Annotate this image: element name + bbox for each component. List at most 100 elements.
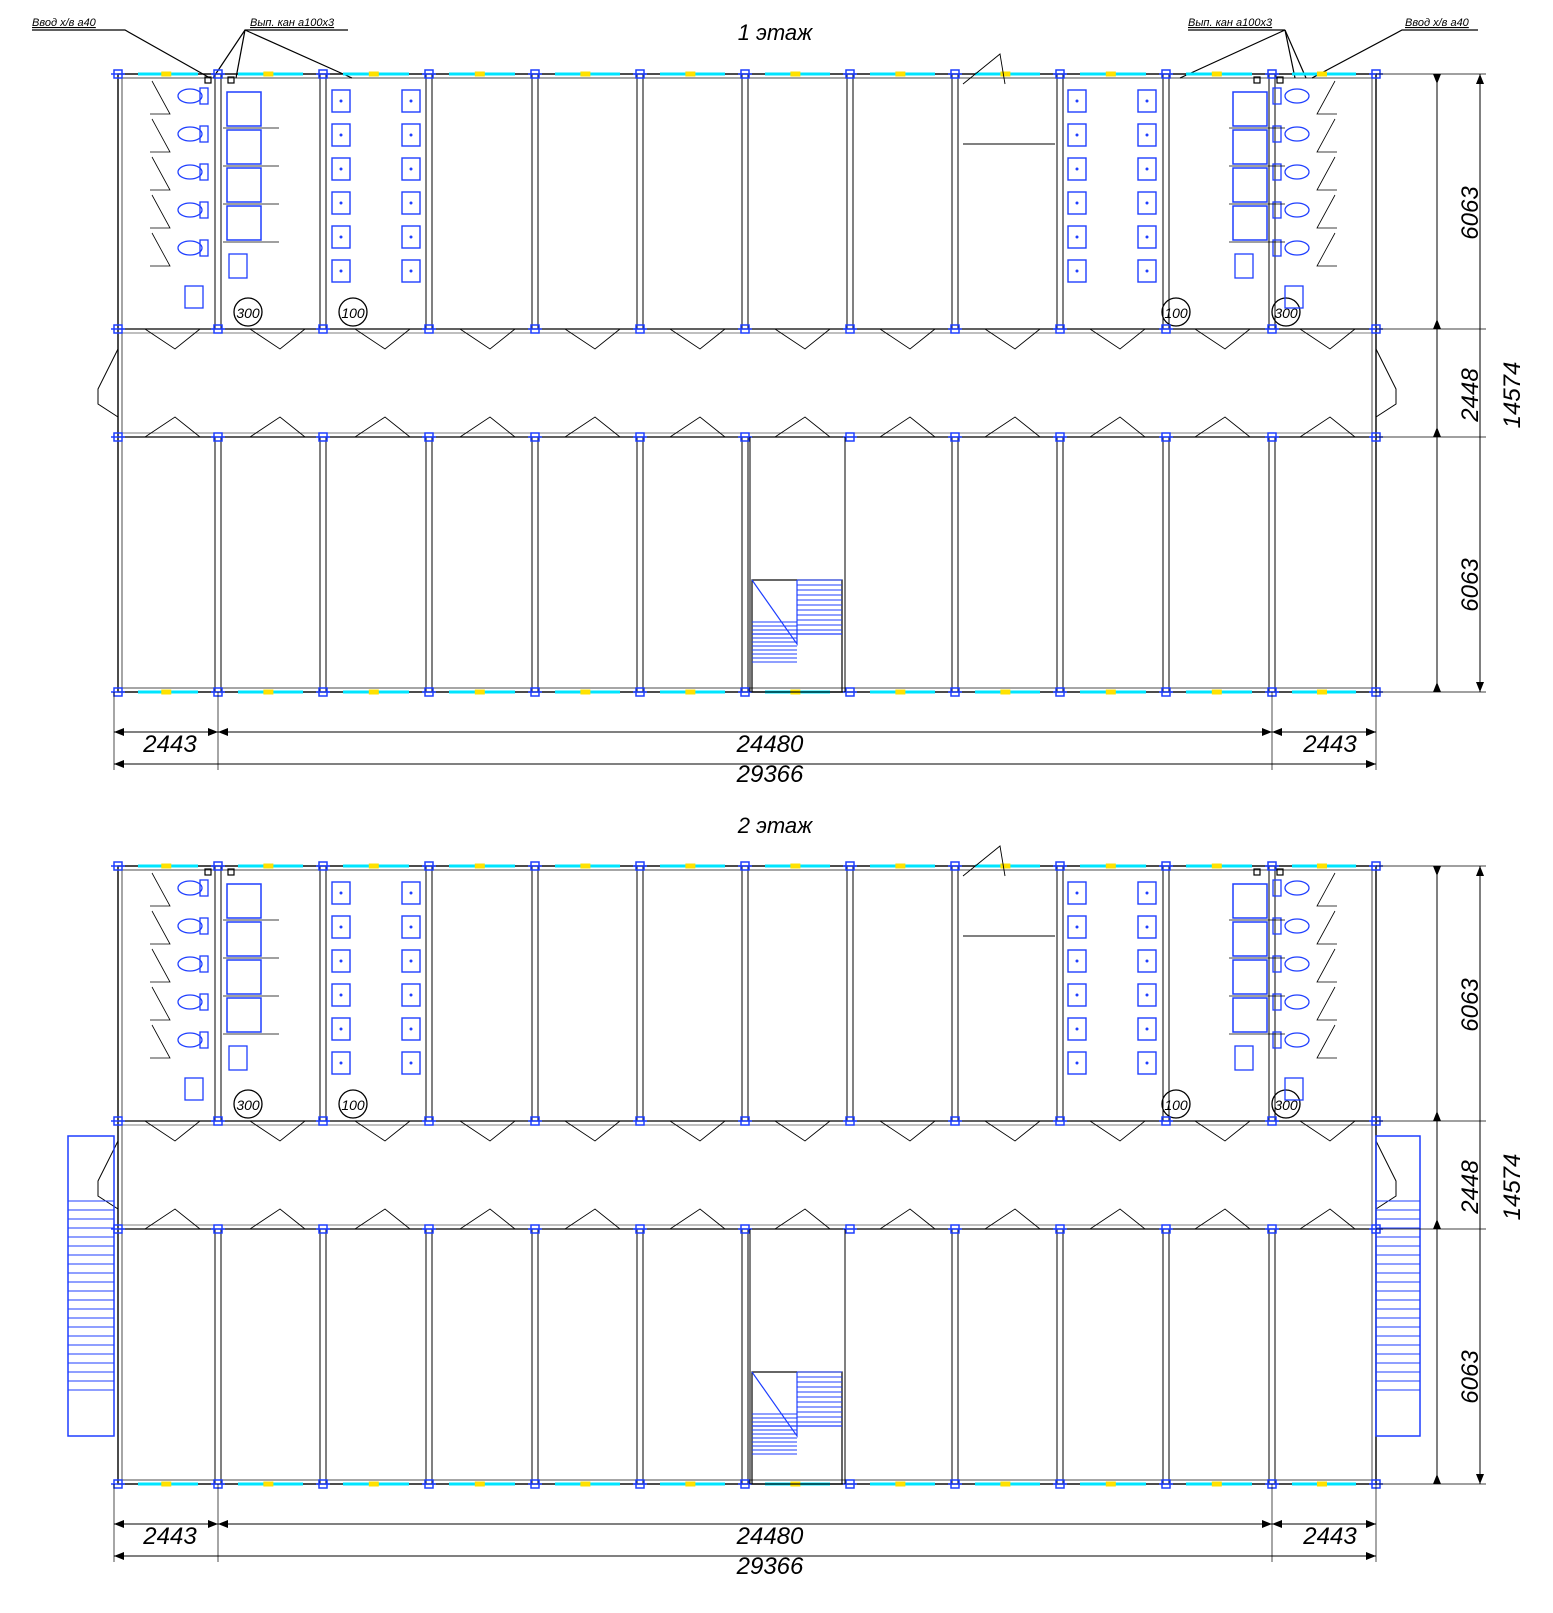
- end-door-left: [97, 1140, 119, 1210]
- washbasin-drain: [1075, 269, 1079, 273]
- washbasin: [331, 225, 351, 249]
- washbasin: [331, 1051, 351, 1075]
- pipe-entry-marker: [1276, 76, 1284, 84]
- washbasin-drain: [339, 167, 343, 171]
- window-frame: [685, 1481, 696, 1487]
- window-frame: [1211, 71, 1222, 77]
- room-door-swing: [144, 1208, 201, 1230]
- dim-arrow: [1433, 1111, 1441, 1121]
- dim-arrow: [1433, 427, 1441, 437]
- washbasin-drain: [1145, 993, 1149, 997]
- dim-arrow: [208, 728, 218, 736]
- room-door-swing: [879, 1208, 936, 1230]
- building-outline: [117, 73, 1377, 693]
- room-door-swing: [144, 328, 201, 350]
- washbasin: [1137, 881, 1157, 905]
- washbasin: [1137, 983, 1157, 1007]
- shower-tray: [1232, 921, 1268, 957]
- floor-plan-1: 1 этаж Ввод х/в а40 Вып. кан а100х3 Вып.…: [32, 17, 1526, 788]
- room-door-swing: [774, 1208, 831, 1230]
- toilet-bowl: [1284, 880, 1310, 896]
- toilet-tank: [1272, 955, 1282, 973]
- hand-sink: [1284, 285, 1304, 309]
- window-frame: [263, 863, 274, 869]
- hand-sink: [184, 285, 204, 309]
- room-door-swing: [1299, 1208, 1356, 1230]
- dim-arrow: [1476, 866, 1484, 876]
- washbasin: [1137, 191, 1157, 215]
- dim-arrow: [1366, 760, 1376, 768]
- room-door-swing: [354, 1208, 411, 1230]
- window-frame: [580, 863, 591, 869]
- washbasin-drain: [1145, 925, 1149, 929]
- toilet-tank: [1272, 201, 1282, 219]
- washbasin-drain: [1145, 891, 1149, 895]
- washbasin-drain: [409, 99, 413, 103]
- washbasin-drain: [409, 167, 413, 171]
- hand-sink: [228, 253, 248, 279]
- washbasin-drain: [409, 925, 413, 929]
- washbasin: [1137, 123, 1157, 147]
- window-frame: [580, 689, 591, 695]
- room-door-swing: [1194, 416, 1251, 438]
- toilet-bowl: [1284, 88, 1310, 104]
- pipe-entry-marker: [204, 868, 212, 876]
- stall-partition: [1316, 910, 1337, 945]
- window-frame: [368, 689, 379, 695]
- window-frame: [1000, 863, 1011, 869]
- window-frame: [685, 71, 696, 77]
- dim-total-length: 29366: [736, 761, 804, 788]
- toilet-bowl: [177, 88, 203, 104]
- washbasin: [331, 259, 351, 283]
- washbasin: [331, 123, 351, 147]
- washbasin: [331, 983, 351, 1007]
- window-frame: [790, 863, 801, 869]
- toilet-tank: [199, 955, 209, 973]
- riser-tag: 100: [1164, 1097, 1188, 1113]
- window-frame: [580, 1481, 591, 1487]
- window-frame: [1316, 689, 1327, 695]
- room-door-swing: [1194, 328, 1251, 350]
- window-frame: [1211, 1481, 1222, 1487]
- toilet-bowl: [177, 164, 203, 180]
- room-door-swing: [1089, 328, 1146, 350]
- utility-door-swing: [962, 845, 1006, 877]
- room-door-swing: [1299, 328, 1356, 350]
- toilet-tank: [199, 87, 209, 105]
- room-door-swing: [1299, 1120, 1356, 1142]
- toilet-tank: [199, 1031, 209, 1049]
- washbasin: [1137, 157, 1157, 181]
- window-frame: [1105, 1481, 1116, 1487]
- room-door-swing: [459, 1120, 516, 1142]
- washbasin: [1067, 259, 1087, 283]
- washbasin: [331, 89, 351, 113]
- shower-tray: [226, 921, 262, 957]
- washbasin-drain: [339, 201, 343, 205]
- shower-tray: [226, 205, 262, 241]
- washbasin: [331, 157, 351, 181]
- washbasin: [1137, 259, 1157, 283]
- washbasin-drain: [339, 235, 343, 239]
- stair-flight-line: [751, 1371, 798, 1438]
- washbasin: [331, 915, 351, 939]
- window-frame: [263, 71, 274, 77]
- toilet-bowl: [1284, 994, 1310, 1010]
- utility-door-swing: [962, 53, 1006, 85]
- window-frame: [895, 689, 906, 695]
- washbasin: [401, 1017, 421, 1041]
- washbasin: [401, 983, 421, 1007]
- room-door-swing: [354, 416, 411, 438]
- toilet-bowl: [1284, 956, 1310, 972]
- washbasin-drain: [1145, 269, 1149, 273]
- shower-tray: [226, 167, 262, 203]
- riser-tag: 300: [236, 305, 260, 321]
- washbasin-drain: [339, 993, 343, 997]
- dim-arrow: [1272, 728, 1282, 736]
- floor-plan-2: 2 этаж 300 100 100 300 6063 2448 6063 14…: [67, 813, 1526, 1580]
- washbasin: [401, 915, 421, 939]
- washbasin: [331, 881, 351, 905]
- hand-sink: [184, 1077, 204, 1101]
- window-frame: [474, 689, 485, 695]
- window-frame: [263, 689, 274, 695]
- toilet-bowl: [177, 994, 203, 1010]
